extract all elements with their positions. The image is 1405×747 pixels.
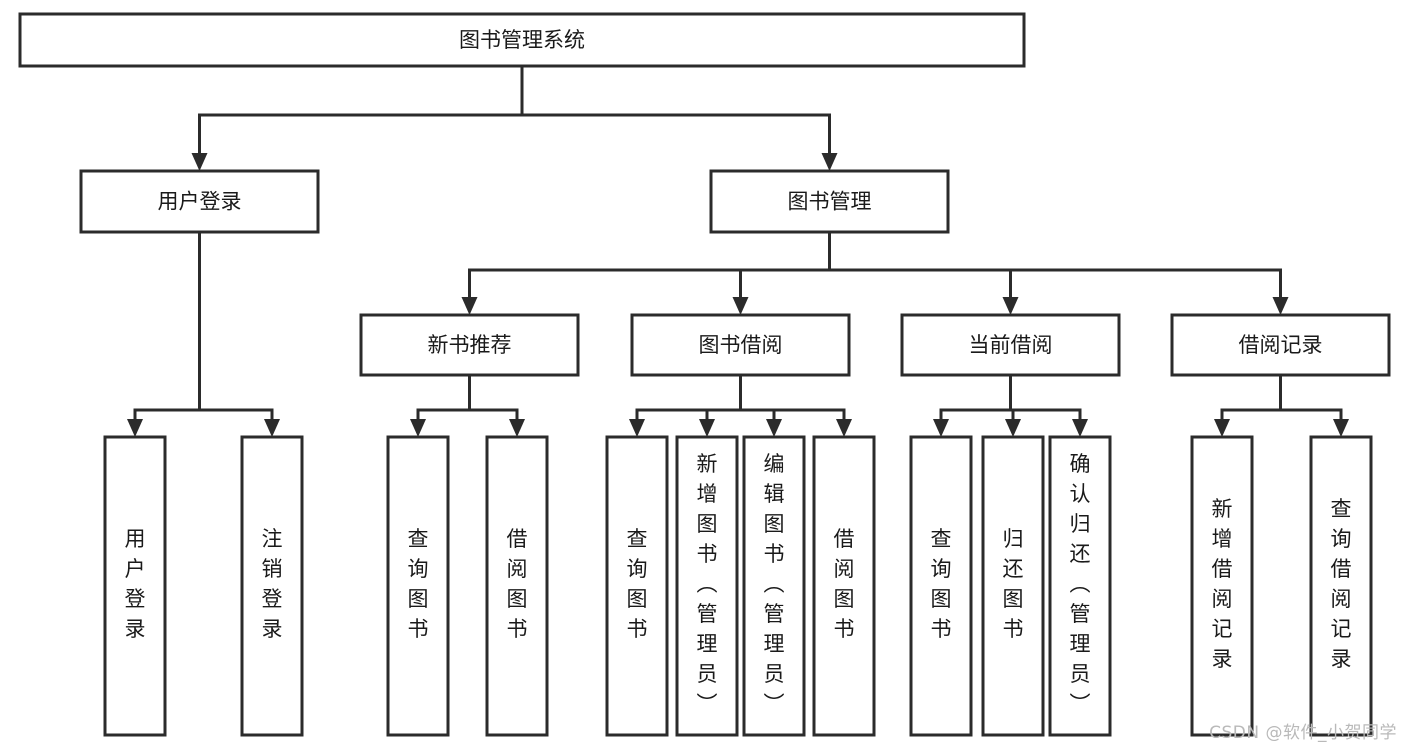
leaf-node-rect[interactable] — [485, 435, 549, 737]
leaf-node-label: 查询图书 — [627, 527, 648, 641]
level3-node-label: 借阅记录 — [1239, 333, 1323, 357]
leaf-node-查询图书-4[interactable]: 查询图书 — [605, 435, 669, 737]
leaf-node-rect[interactable] — [1190, 435, 1254, 737]
level2-node-rect[interactable] — [709, 169, 950, 234]
leaf-node-label: 查询图书 — [408, 527, 429, 641]
root-node-rect[interactable] — [18, 12, 1026, 68]
arrow-to-leaf-编辑图书管理员-2 — [766, 419, 782, 437]
leaf-node-新增借阅记录-11[interactable]: 新增借阅记录 — [1190, 435, 1254, 737]
leaf-node-rect[interactable] — [1048, 435, 1112, 737]
arrow-to-leaf-用户登录-0 — [127, 419, 143, 437]
leaf-node-rect[interactable] — [386, 435, 450, 737]
leaf-node-编辑图书管理员-6[interactable]: 编辑图书︵管理员︶ — [742, 435, 806, 737]
leaf-node-查询图书-2[interactable]: 查询图书 — [386, 435, 450, 737]
arrow-to-leaf-新增借阅记录-0 — [1214, 419, 1230, 437]
level3-node-图书借阅[interactable]: 图书借阅 — [630, 313, 851, 377]
arrow-to-leaf-新增图书管理员-1 — [699, 419, 715, 437]
leaf-node-借阅图书-3[interactable]: 借阅图书 — [485, 435, 549, 737]
leaf-node-rect[interactable] — [909, 435, 973, 737]
leaf-node-查询图书-8[interactable]: 查询图书 — [909, 435, 973, 737]
level3-node-label: 当前借阅 — [969, 333, 1053, 357]
leaf-node-归还图书-9[interactable]: 归还图书 — [981, 435, 1045, 737]
arrow-to-leaf-查询借阅记录-1 — [1333, 419, 1349, 437]
arrow-to-leaf-确认归还管理员-2 — [1072, 419, 1088, 437]
leaf-node-label: 归还图书 — [1003, 527, 1024, 641]
leaf-node-rect[interactable] — [675, 435, 739, 737]
leaf-node-rect[interactable] — [103, 435, 167, 737]
arrow-to-leaf-借阅图书-3 — [836, 419, 852, 437]
arrow-to-leaf-查询图书-0 — [933, 419, 949, 437]
leaf-node-rect[interactable] — [981, 435, 1045, 737]
leaf-node-rect[interactable] — [1309, 435, 1373, 737]
level3-node-借阅记录[interactable]: 借阅记录 — [1170, 313, 1391, 377]
leaf-node-label: 借阅图书 — [834, 527, 855, 641]
arrow-to-借阅记录 — [1272, 297, 1289, 315]
leaf-node-label: 新增借阅记录 — [1212, 497, 1233, 671]
arrow-to-新书推荐 — [461, 297, 478, 315]
leaf-node-注销登录-1[interactable]: 注销登录 — [240, 435, 304, 737]
level3-node-label: 图书借阅 — [699, 333, 783, 357]
root-node-label: 图书管理系统 — [459, 28, 585, 52]
arrow-to-leaf-查询图书-0 — [410, 419, 426, 437]
level2-node-label: 用户登录 — [158, 190, 242, 214]
leaf-node-rect[interactable] — [812, 435, 876, 737]
arrow-to-leaf-借阅图书-1 — [509, 419, 525, 437]
arrow-to-图书借阅 — [732, 297, 749, 315]
level3-node-新书推荐[interactable]: 新书推荐 — [359, 313, 580, 377]
leaf-node-确认归还管理员-10[interactable]: 确认归还︵管理员︶ — [1048, 435, 1112, 737]
root-node-图书管理系统[interactable]: 图书管理系统 — [18, 12, 1026, 68]
leaf-node-新增图书管理员-5[interactable]: 新增图书︵管理员︶ — [675, 435, 739, 737]
level2-node-rect[interactable] — [79, 169, 320, 234]
leaf-node-label: 编辑图书︵管理员︶ — [764, 452, 785, 716]
level3-node-rect[interactable] — [359, 313, 580, 377]
leaf-node-label: 查询借阅记录 — [1331, 497, 1352, 671]
level3-node-label: 新书推荐 — [428, 333, 512, 357]
leaf-node-用户登录-0[interactable]: 用户登录 — [103, 435, 167, 737]
level3-node-rect[interactable] — [1170, 313, 1391, 377]
connectors-layer — [127, 64, 1349, 437]
watermark-label: CSDN @软件_小贺同学 — [1209, 723, 1397, 743]
leaf-node-label: 用户登录 — [125, 527, 146, 641]
level3-node-rect[interactable] — [900, 313, 1121, 377]
leaf-node-label: 注销登录 — [262, 527, 283, 641]
arrow-to-当前借阅 — [1002, 297, 1019, 315]
leaf-node-rect[interactable] — [742, 435, 806, 737]
boxes-layer: 图书管理系统用户登录图书管理新书推荐图书借阅当前借阅借阅记录用户登录注销登录查询… — [18, 12, 1391, 737]
arrow-to-leaf-归还图书-1 — [1005, 419, 1021, 437]
leaf-node-label: 确认归还︵管理员︶ — [1070, 452, 1091, 716]
level3-node-当前借阅[interactable]: 当前借阅 — [900, 313, 1121, 377]
leaf-node-label: 新增图书︵管理员︶ — [697, 452, 718, 716]
arrow-to-图书管理 — [821, 153, 838, 171]
level2-node-图书管理[interactable]: 图书管理 — [709, 169, 950, 234]
leaf-node-label: 查询图书 — [931, 527, 952, 641]
leaf-node-rect[interactable] — [240, 435, 304, 737]
arrow-to-用户登录 — [191, 153, 208, 171]
leaf-node-查询借阅记录-12[interactable]: 查询借阅记录 — [1309, 435, 1373, 737]
arrow-to-leaf-查询图书-0 — [629, 419, 645, 437]
leaf-node-rect[interactable] — [605, 435, 669, 737]
leaf-node-借阅图书-7[interactable]: 借阅图书 — [812, 435, 876, 737]
level2-node-label: 图书管理 — [788, 190, 872, 214]
arrow-to-leaf-注销登录-1 — [264, 419, 280, 437]
leaf-node-label: 借阅图书 — [507, 527, 528, 641]
level2-node-用户登录[interactable]: 用户登录 — [79, 169, 320, 234]
level3-node-rect[interactable] — [630, 313, 851, 377]
